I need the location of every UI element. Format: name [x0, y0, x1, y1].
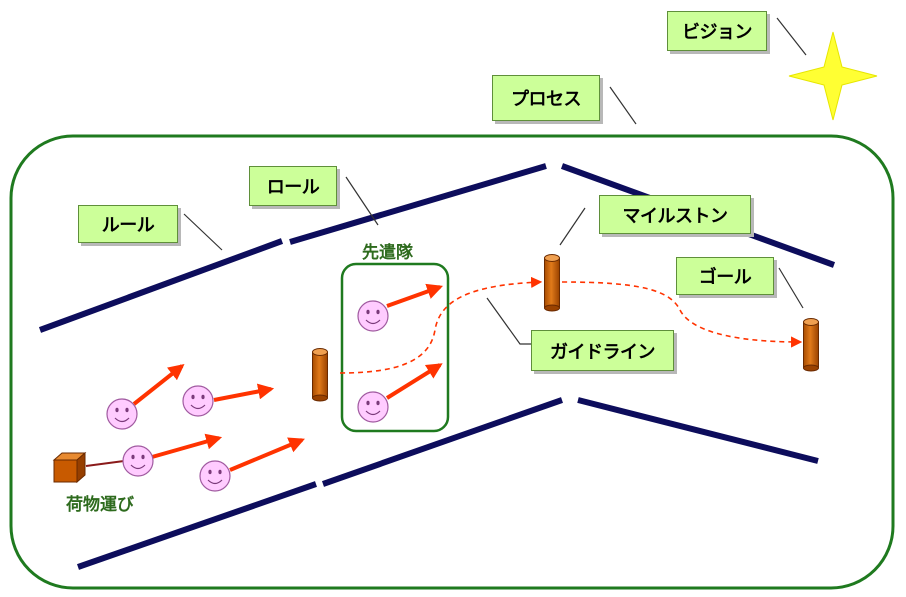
leader-process — [609, 86, 637, 125]
smiley-icon — [199, 460, 231, 492]
label-milestone: マイルストン — [599, 195, 751, 234]
leader-guideline — [486, 297, 533, 345]
label-process: プロセス — [492, 75, 600, 121]
smiley-icon — [122, 445, 154, 477]
rail-lower-left — [77, 481, 317, 570]
label-role: ロール — [249, 166, 337, 206]
rail-lower-middle — [322, 397, 563, 487]
caption-vanguard: 先遣隊 — [362, 243, 413, 263]
arrow-icon — [385, 363, 443, 400]
label-guideline: ガイドライン — [531, 330, 674, 371]
leader-rule — [183, 213, 223, 251]
arrow-icon — [132, 364, 185, 406]
rail-upper-middle — [289, 163, 547, 245]
arrow-icon — [386, 283, 444, 308]
leader-role — [345, 176, 379, 226]
post-icon — [803, 318, 819, 372]
process-frame — [9, 134, 895, 590]
arrow-icon — [213, 383, 275, 402]
cargo-rope — [85, 460, 125, 467]
star-icon — [788, 31, 878, 121]
cargo-box-icon — [52, 451, 87, 484]
arrow-icon — [151, 433, 223, 459]
smiley-icon — [106, 398, 138, 430]
leader-goal — [778, 267, 804, 309]
smiley-icon — [182, 385, 214, 417]
guideline-path-1 — [339, 276, 543, 374]
guideline-path-2 — [561, 281, 803, 348]
rail-upper-left — [38, 238, 284, 333]
rail-lower-right — [577, 397, 819, 464]
label-goal: ゴール — [676, 257, 774, 295]
posts — [312, 254, 819, 402]
label-vision: ビジョン — [667, 11, 767, 51]
vanguard-box — [340, 262, 450, 433]
arrow-icon — [229, 437, 305, 472]
smiley-icon — [357, 391, 389, 423]
smiley-icon — [357, 300, 389, 332]
callout-leaders — [183, 17, 807, 345]
post-icon — [544, 254, 560, 312]
caption-cargo: 荷物運び — [66, 495, 134, 515]
leader-milestone — [559, 207, 586, 246]
label-rule: ルール — [78, 205, 178, 243]
post-icon — [312, 348, 328, 402]
movement-arrows — [132, 283, 444, 472]
smileys — [106, 300, 389, 492]
leader-vision — [776, 17, 807, 56]
